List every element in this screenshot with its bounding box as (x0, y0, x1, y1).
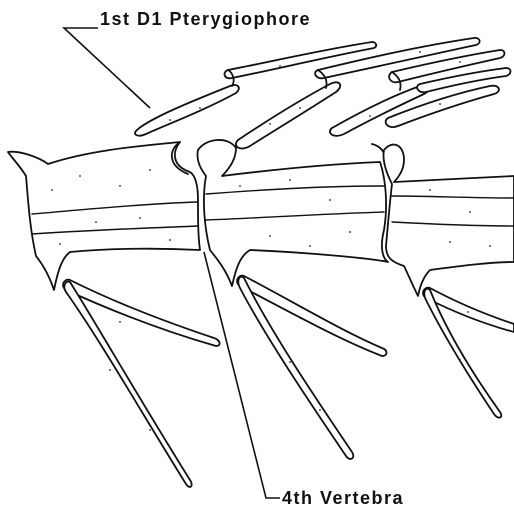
ribs (63, 276, 514, 487)
pterygiophores (135, 38, 510, 149)
vertebra-1-body (8, 142, 200, 290)
pterygiophore-2 (236, 82, 340, 148)
pterygiophore-1 (135, 85, 239, 136)
vertebra-3-body (383, 145, 514, 296)
vertebrae (8, 140, 514, 296)
pterygiophore-leader-line (64, 28, 150, 108)
pterygiophore-label: 1st D1 Pterygiophore (100, 9, 311, 29)
dorsal-ray-1 (225, 42, 377, 78)
vertebra-label: 4th Vertebra (282, 488, 404, 508)
